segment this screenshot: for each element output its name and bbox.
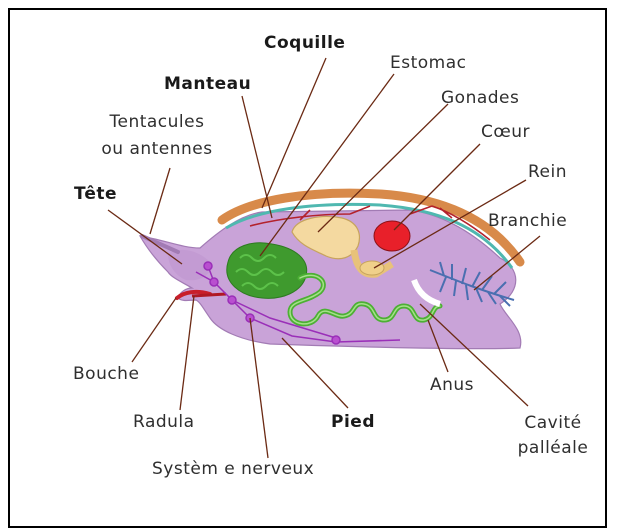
label-branchie: Branchie <box>488 211 567 232</box>
label-pied: Pied <box>331 412 375 433</box>
label-tentacules-line2: ou antennes <box>82 139 232 160</box>
leader-tentacules <box>150 168 170 234</box>
leader-tete <box>108 210 182 264</box>
label-tentacules-line1: Tentacules <box>82 112 232 133</box>
label-manteau: Manteau <box>164 74 251 95</box>
kidney <box>360 261 384 275</box>
leader-coquille <box>262 58 326 208</box>
label-bouche: Bouche <box>73 364 139 385</box>
label-tete: Tête <box>74 184 117 205</box>
heart <box>374 221 410 251</box>
leader-bouche <box>132 298 176 362</box>
label-cavite-line2: palléale <box>500 438 606 459</box>
leader-pied <box>282 338 348 408</box>
label-estomac: Estomac <box>390 53 467 74</box>
label-coquille: Coquille <box>264 33 345 54</box>
label-cavite-line1: Cavité <box>500 413 606 434</box>
label-radula: Radula <box>133 412 195 433</box>
radula <box>192 294 226 296</box>
label-anus: Anus <box>430 375 474 396</box>
label-gonades: Gonades <box>441 88 519 109</box>
label-rein: Rein <box>528 162 567 183</box>
label-systeme-nerveux: Systèm e nerveux <box>152 459 314 480</box>
leader-radula <box>180 296 194 410</box>
label-coeur: Cœur <box>481 122 530 143</box>
